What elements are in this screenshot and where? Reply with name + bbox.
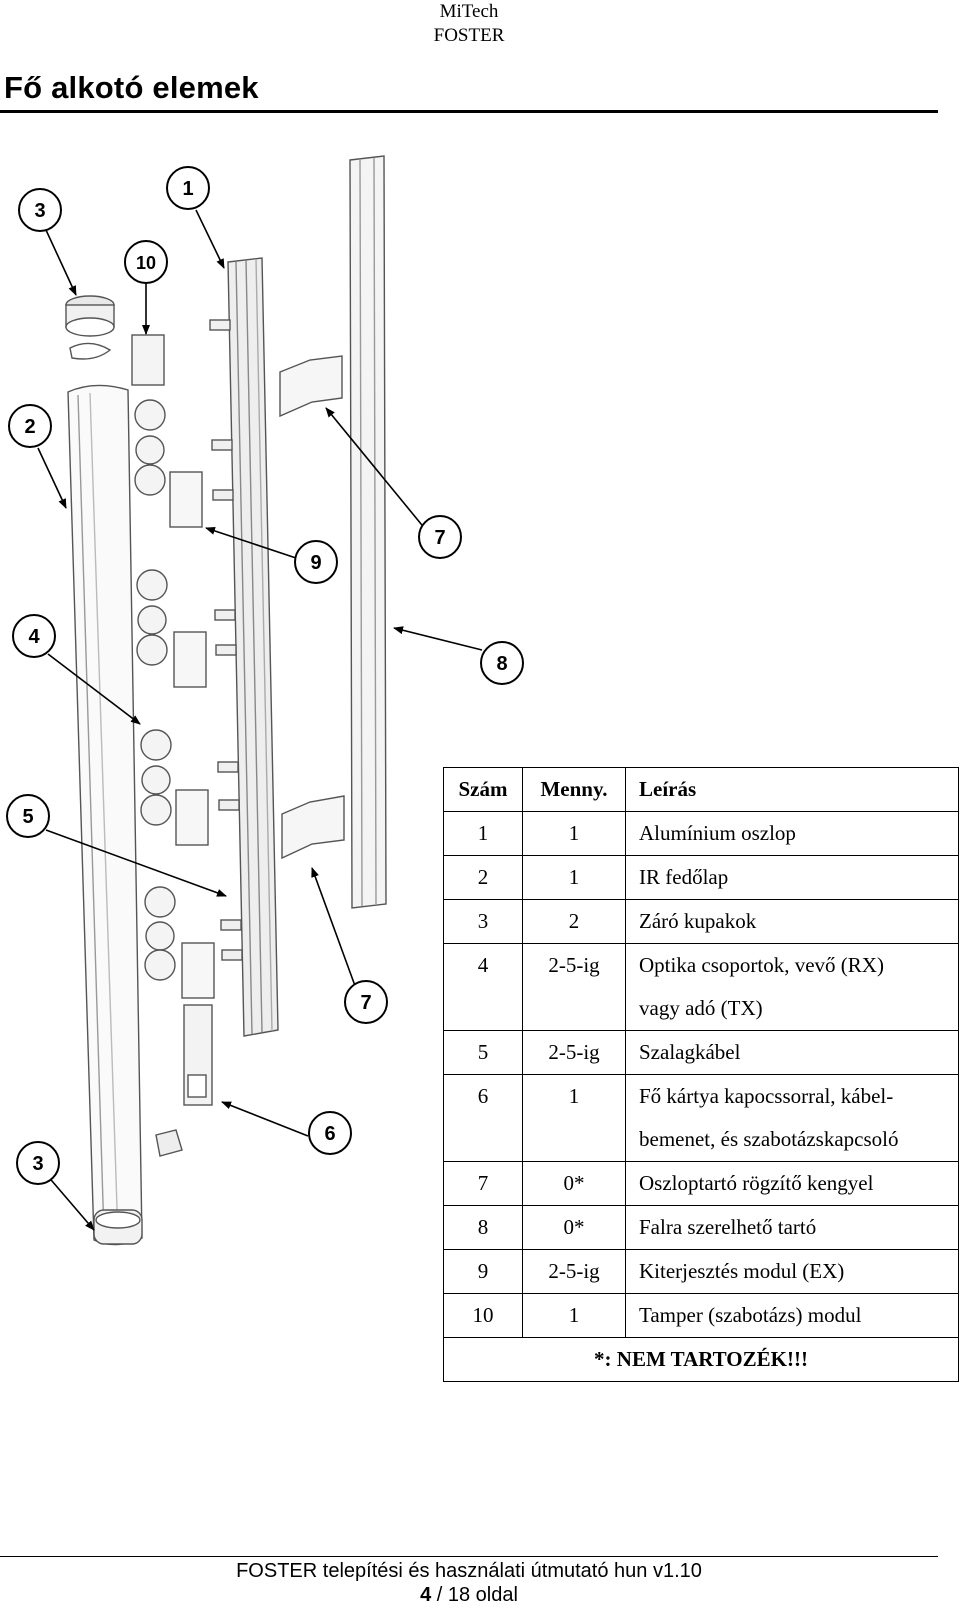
table-row: 2 1 IR fedőlap	[443, 855, 959, 900]
svg-text:6: 6	[324, 1123, 335, 1145]
row-description: Fő kártya kapocssorral, kábel- bemenet, …	[625, 1074, 959, 1162]
tamper-module-part	[155, 1129, 183, 1157]
parts-table: Szám Menny. Leírás 1 1 Alumínium oszlop …	[443, 767, 959, 1382]
callout-3-bottom: 3	[16, 1141, 60, 1185]
callout-5: 5	[6, 794, 50, 838]
row-description: Oszloptartó rögzítő kengyel	[625, 1161, 959, 1206]
header-quantity: Menny.	[522, 767, 626, 812]
callout-8: 8	[480, 641, 524, 685]
row-quantity: 2-5-ig	[522, 943, 626, 1031]
svg-text:9: 9	[310, 552, 321, 574]
ir-cover-part	[67, 384, 143, 1246]
callout-10: 10	[124, 240, 168, 284]
table-row: 6 1 Fő kártya kapocssorral, kábel- bemen…	[443, 1074, 959, 1162]
header-description: Leírás	[625, 767, 959, 812]
clamp-bracket-lower	[281, 795, 345, 860]
table-row: 5 2-5-ig Szalagkábel	[443, 1030, 959, 1075]
row-description: Tamper (szabotázs) modul	[625, 1293, 959, 1338]
row-quantity: 0*	[522, 1161, 626, 1206]
table-row: 9 2-5-ig Kiterjesztés modul (EX)	[443, 1249, 959, 1294]
header-number: Szám	[443, 767, 523, 812]
clamp-bracket-upper	[279, 355, 343, 418]
exploded-view-diagram: 1 2 3 3 4 5 6 7 7 8 9 10	[6, 155, 524, 1246]
callout-9: 9	[294, 540, 338, 584]
page-current: 4	[420, 1584, 432, 1606]
svg-text:7: 7	[434, 527, 445, 549]
svg-text:5: 5	[22, 806, 33, 828]
svg-text:10: 10	[136, 253, 156, 273]
callout-7-upper: 7	[418, 515, 462, 559]
svg-text:8: 8	[496, 653, 507, 675]
row-number: 2	[443, 855, 523, 900]
row-description: Alumínium oszlop	[625, 811, 959, 856]
callout-4: 4	[12, 614, 56, 658]
row-number: 3	[443, 899, 523, 944]
row-description: Szalagkábel	[625, 1030, 959, 1075]
row-description-line2: bemenet, és szabotázskapcsoló	[639, 1127, 899, 1151]
callout-3-top: 3	[18, 188, 62, 232]
row-description: IR fedőlap	[625, 855, 959, 900]
callout-6: 6	[308, 1111, 352, 1155]
table-row: 7 0* Oszloptartó rögzítő kengyel	[443, 1161, 959, 1206]
page-header: MiTech FOSTER	[0, 0, 938, 48]
row-number: 1	[443, 811, 523, 856]
table-header-row: Szám Menny. Leírás	[443, 767, 959, 812]
row-description-line1: Optika csoportok, vevő (RX)	[639, 953, 884, 977]
table-row: 10 1 Tamper (szabotázs) modul	[443, 1293, 959, 1338]
table-footnote: *: NEM TARTOZÉK!!!	[443, 1337, 959, 1382]
table-row: 3 2 Záró kupakok	[443, 899, 959, 944]
optics-groups-part	[131, 334, 176, 981]
row-description: Optika csoportok, vevő (RX) vagy adó (TX…	[625, 943, 959, 1031]
row-description-line1: Fő kártya kapocssorral, kábel-	[639, 1084, 894, 1108]
svg-text:1: 1	[182, 178, 193, 200]
table-row: 1 1 Alumínium oszlop	[443, 811, 959, 856]
row-description: Záró kupakok	[625, 899, 959, 944]
footer-page-number: 4 / 18 oldal	[0, 1583, 938, 1607]
callout-1: 1	[166, 166, 210, 210]
page-total: / 18 oldal	[431, 1584, 518, 1606]
row-quantity: 2-5-ig	[522, 1249, 626, 1294]
row-description-line2: vagy adó (TX)	[639, 996, 763, 1020]
row-description: Falra szerelhető tartó	[625, 1205, 959, 1250]
header-company: MiTech	[439, 1, 499, 22]
svg-text:7: 7	[360, 992, 371, 1014]
row-number: 10	[443, 1293, 523, 1338]
row-number: 8	[443, 1205, 523, 1250]
table-row: 4 2-5-ig Optika csoportok, vevő (RX) vag…	[443, 943, 959, 1031]
table-row: 8 0* Falra szerelhető tartó	[443, 1205, 959, 1250]
svg-text:2: 2	[24, 416, 35, 438]
callout-2: 2	[8, 404, 52, 448]
svg-text:4: 4	[28, 626, 40, 648]
row-quantity: 1	[522, 1293, 626, 1338]
row-quantity: 1	[522, 855, 626, 900]
title-divider	[0, 110, 938, 113]
row-quantity: 2-5-ig	[522, 1030, 626, 1075]
row-quantity: 1	[522, 1074, 626, 1162]
row-quantity: 1	[522, 811, 626, 856]
table-footnote-row: *: NEM TARTOZÉK!!!	[443, 1337, 959, 1382]
svg-text:3: 3	[34, 200, 45, 222]
wall-bracket-part	[349, 155, 387, 909]
row-description: Kiterjesztés modul (EX)	[625, 1249, 959, 1294]
row-quantity: 0*	[522, 1205, 626, 1250]
row-quantity: 2	[522, 899, 626, 944]
callout-7-lower: 7	[344, 980, 388, 1024]
row-number: 9	[443, 1249, 523, 1294]
row-number: 4	[443, 943, 523, 1031]
row-number: 7	[443, 1161, 523, 1206]
extension-modules-part	[169, 471, 215, 999]
footer-document-title: FOSTER telepítési és használati útmutató…	[236, 1560, 702, 1582]
row-number: 5	[443, 1030, 523, 1075]
svg-text:3: 3	[32, 1153, 43, 1175]
header-product: FOSTER	[433, 25, 505, 46]
page-title: Fő alkotó elemek	[4, 70, 259, 105]
footer-divider	[0, 1556, 938, 1557]
row-number: 6	[443, 1074, 523, 1162]
